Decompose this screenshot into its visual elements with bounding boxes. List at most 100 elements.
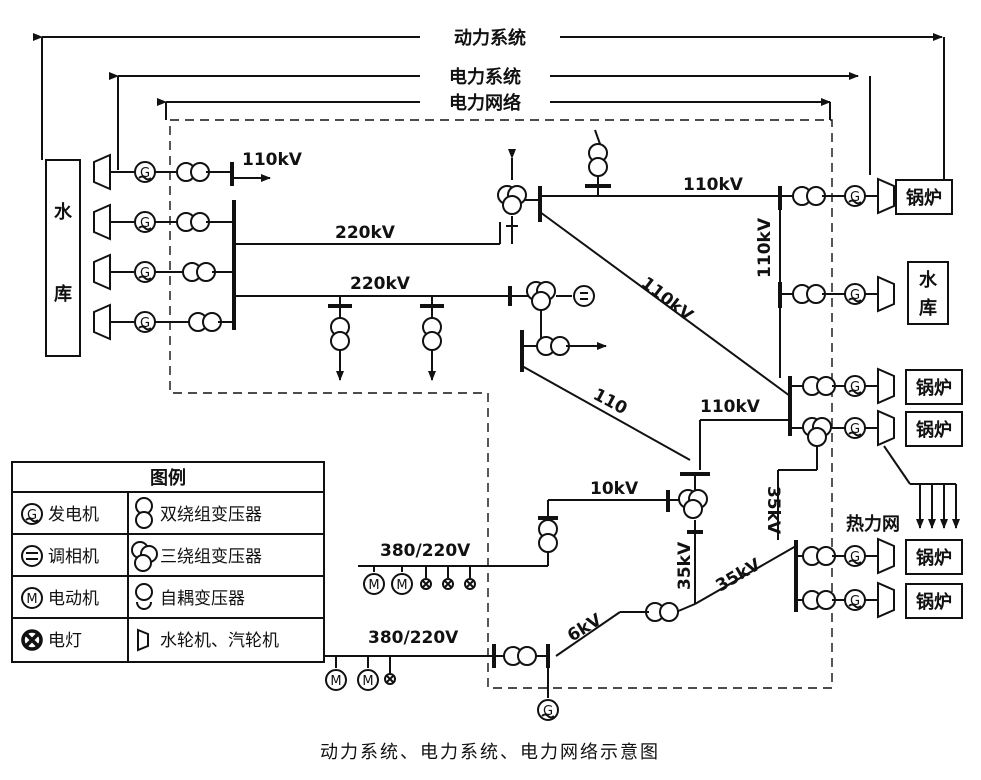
electric-system-span: 电力系统 [109,63,871,175]
generator-icon [134,261,156,283]
upper-low-voltage-loads [363,566,476,595]
svg-text:水: 水 [919,269,938,291]
right-boiler-units-4-5: 锅炉 锅炉 [794,538,963,619]
svg-text:自耦变压器: 自耦变压器 [160,589,245,609]
load-transformer-1 [328,296,352,381]
label-power-system: 动力系统 [454,27,526,49]
synchronous-condenser-icon [573,285,595,307]
legend-title: 图例 [150,467,186,489]
legend: 图例 发电机 双绕组变压器 调相机 三绕组变压器 电动机 自耦变压器 电灯 水轮… [11,461,325,663]
motor-icon [363,573,385,595]
motor-icon [357,669,379,691]
turbine-icon [877,276,895,312]
lower-low-voltage-loads [325,656,396,691]
generator-icon [21,503,43,525]
svg-text:110kV: 110kV [637,273,697,326]
motor-icon [21,587,43,609]
svg-text:锅炉: 锅炉 [916,419,952,441]
svg-text:110kV: 110kV [755,217,775,278]
svg-text:110kV: 110kV [242,150,303,170]
generator-icon [844,417,866,439]
heat-network: 热力网 [846,445,960,535]
electric-network-span: 电力网络 [157,89,831,120]
label-electric-network: 电力网络 [449,92,521,114]
svg-text:库: 库 [919,297,937,319]
svg-text:35kV: 35kV [763,486,783,535]
lamp-icon [442,578,454,590]
three-winding-transformer-icon [526,281,556,311]
svg-text:35kV: 35kV [675,541,695,590]
svg-text:电灯: 电灯 [48,631,82,651]
svg-text:380/220V: 380/220V [380,541,471,561]
right-reservoir-box [907,261,949,325]
two-winding-transformer-icon [330,317,350,351]
two-winding-transformer-icon [538,519,558,553]
turbine-icon [877,410,895,446]
synchronous-condenser-branch [508,281,607,372]
svg-text:220kV: 220kV [350,274,411,294]
two-winding-transformer-icon [802,590,836,610]
svg-text:6kV: 6kV [564,610,606,647]
two-winding-transformer-icon [645,602,679,622]
turbine-icon [877,368,895,404]
power-system-span: 动力系统 [33,24,945,187]
left-generation-units: 110kV [93,150,303,340]
right-hydro-unit: 水 库 [778,261,949,325]
generator-icon [134,161,156,183]
two-winding-transformer-icon [176,212,210,232]
generator-icon [844,545,866,567]
middle-substation: 35kV [666,472,710,604]
left-reservoir: 水 库 [45,159,81,357]
svg-text:10kV: 10kV [590,479,639,499]
svg-text:110kV: 110kV [683,175,744,195]
svg-text:调相机: 调相机 [48,547,99,567]
synchronous-condenser-icon [21,545,43,567]
lower-substation [492,644,559,721]
two-winding-transformer-icon [536,336,570,356]
motor-icon [325,669,347,691]
svg-text:锅炉: 锅炉 [916,547,952,569]
two-winding-transformer-icon [503,646,537,666]
lamp-icon [464,578,476,590]
boiler-box [895,179,953,215]
label-electric-system: 电力系统 [449,66,521,88]
three-winding-transformer-icon [497,185,527,215]
network-boundary [169,119,833,689]
two-winding-transformer-icon [188,312,222,332]
two-winding-transformer-icon [422,317,442,351]
lamp-icon [420,578,432,590]
svg-text:35kV: 35kV [713,555,765,597]
lamp-icon [21,629,43,651]
generator-icon [537,699,559,721]
turbine-icon [93,204,111,240]
two-winding-transformer-icon [182,262,216,282]
turbine-icon [877,538,895,574]
turbine-icon [93,254,111,290]
motor-icon [391,573,413,595]
two-winding-transformer-icon [792,186,826,206]
turbine-icon [877,582,895,618]
svg-text:锅炉: 锅炉 [906,187,942,209]
turbine-icon [877,178,895,214]
three-winding-transformer-icon [131,541,158,572]
two-winding-transformer-icon [792,284,826,304]
caption: 动力系统、电力系统、电力网络示意图 [320,742,660,763]
svg-text:锅炉: 锅炉 [916,377,952,399]
turbine-icon [93,304,111,340]
svg-text:库: 库 [54,283,72,305]
two-winding-transformer-icon [802,376,836,396]
generator-icon [844,375,866,397]
svg-text:锅炉: 锅炉 [916,591,952,613]
svg-text:110kV: 110kV [700,397,761,417]
lamp-icon [384,673,396,685]
autotransformer-icon [135,583,153,610]
top-load-transformer [540,129,780,197]
svg-text:双绕组变压器: 双绕组变压器 [160,505,262,525]
svg-text:热力网: 热力网 [846,513,900,535]
generator-icon [134,211,156,233]
generator-icon [844,283,866,305]
svg-text:三绕组变压器: 三绕组变压器 [160,547,262,567]
three-winding-transformer-top [497,149,542,244]
